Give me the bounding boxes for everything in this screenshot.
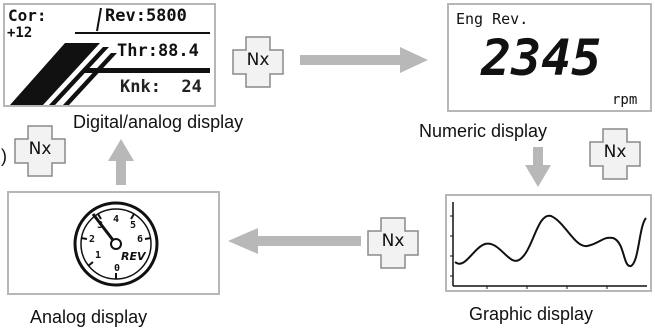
numeric-unit: rpm [612, 92, 638, 108]
dial-label: REV [121, 250, 147, 263]
dial-number-1: 1 [95, 250, 101, 261]
numeric-value: 2345 [481, 29, 602, 87]
nx-label-left: Nx [28, 139, 52, 159]
numeric-label: Eng Rev. [456, 10, 529, 28]
nx-badge-right: Nx [589, 128, 641, 180]
rev-readout: Rev:5800 [105, 6, 187, 26]
dial-number-0: 0 [114, 263, 120, 274]
graphic-caption: Graphic display [469, 304, 594, 324]
dial-number-2: 2 [89, 234, 95, 245]
cor-label: Cor: [8, 6, 47, 25]
dial-needle [91, 213, 118, 245]
dial-number-6: 6 [137, 234, 143, 245]
arrow-left [228, 228, 361, 254]
partial-paren: ) [1, 146, 7, 166]
digital-analog-graphic [10, 7, 210, 105]
analog-dial: 0 1 2 3 4 5 6 REV [73, 201, 159, 287]
arrow-up [108, 139, 134, 185]
dial-hub [110, 238, 122, 250]
digital-analog-caption: Digital/analog display [73, 112, 244, 132]
numeric-caption: Numeric display [419, 121, 548, 141]
nx-badge-left: Nx [14, 125, 66, 177]
arrow-right [300, 47, 428, 73]
nx-label-right: Nx [603, 142, 627, 162]
analog-display-panel: 0 1 2 3 4 5 6 REV [7, 191, 220, 295]
numeric-display-panel: Eng Rev. 2345 rpm [447, 3, 652, 112]
cor-value: +12 [7, 25, 33, 41]
nx-badge-bottom: Nx [367, 217, 419, 269]
dial-number-4: 4 [113, 214, 119, 225]
nx-label-top: Nx [246, 50, 270, 70]
dial-number-5: 5 [130, 220, 136, 231]
arrow-down [525, 147, 551, 187]
nx-label-bottom: Nx [381, 231, 405, 251]
waveform-graph [450, 202, 647, 289]
graphic-display-panel [445, 194, 652, 292]
analog-caption: Analog display [30, 307, 148, 327]
digital-analog-display-panel: Cor: +12 Rev:5800 Thr:88.4 Knk: 24 [3, 3, 216, 107]
knk-readout: Knk: 24 [120, 77, 202, 97]
thr-readout: Thr:88.4 [117, 41, 199, 61]
nx-badge-top: Nx [232, 36, 284, 88]
